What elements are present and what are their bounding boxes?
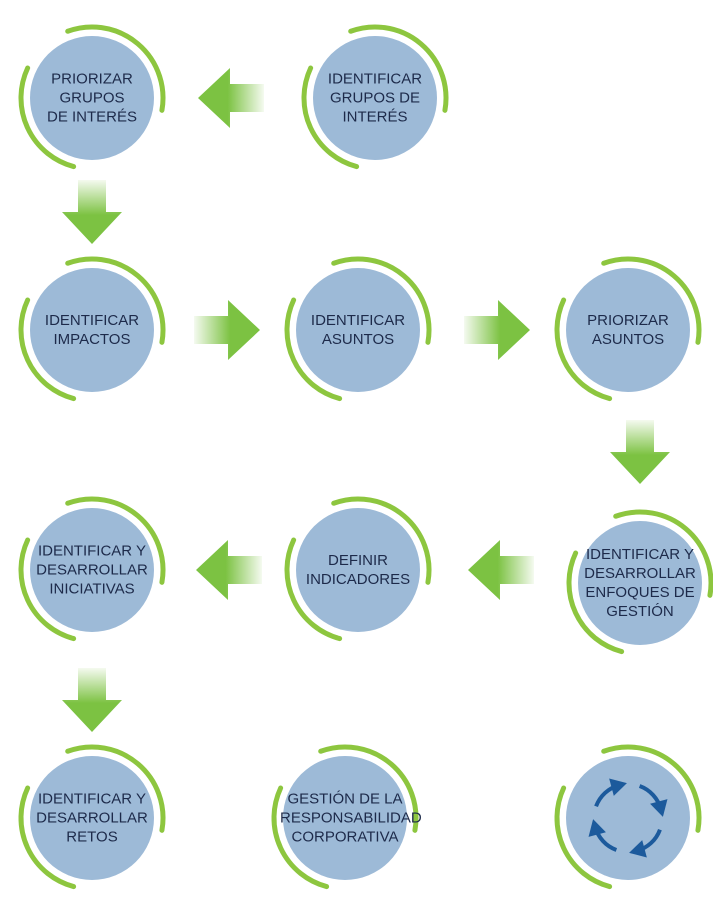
node-label-identificar-grupos: IDENTIFICAR GRUPOS DE INTERÉS <box>327 70 423 126</box>
ring-arc-top <box>331 496 432 585</box>
node-circle <box>313 36 437 160</box>
node-circle <box>296 268 420 392</box>
ring-arc-top <box>331 256 432 345</box>
cycle-arrows-icon <box>588 778 668 858</box>
arrow-identificar-asuntos-to-priorizar-asuntos <box>464 300 530 360</box>
node-label-desarrollar-iniciativas: IDENTIFICAR Y DESARROLLAR INICIATIVAS <box>36 542 148 598</box>
node-label-identificar-impactos: IDENTIFICAR IMPACTOS <box>44 312 140 348</box>
node-identificar-grupos <box>301 24 449 170</box>
node-identificar-asuntos <box>284 256 432 402</box>
node-priorizar-grupos <box>18 24 166 170</box>
node-circle <box>578 521 702 645</box>
ring-arc-bottom <box>271 785 330 890</box>
arrow-priorizar-asuntos-to-enfoques-gestion <box>610 420 670 484</box>
node-label-desarrollar-retos: IDENTIFICAR Y DESARROLLAR RETOS <box>36 790 148 846</box>
ring-arc-bottom <box>566 550 625 655</box>
node-circle <box>283 756 407 880</box>
arrow-identificar-impactos-to-identificar-asuntos <box>194 300 260 360</box>
node-circle <box>566 268 690 392</box>
node-enfoques-gestion <box>566 509 713 655</box>
node-desarrollar-iniciativas <box>18 496 166 642</box>
ring-arc-bottom <box>554 297 613 402</box>
ring-arc-top <box>65 24 166 113</box>
node-identificar-impactos <box>18 256 166 402</box>
ring-arc-bottom <box>284 297 343 402</box>
node-circle <box>566 756 690 880</box>
node-gestion-rc <box>271 744 419 890</box>
node-circle <box>30 36 154 160</box>
ring-arc-top <box>65 256 166 345</box>
node-circle <box>30 508 154 632</box>
arrow-definir-indicadores-to-desarrollar-iniciativas <box>196 540 262 600</box>
ring-arc-top <box>65 744 166 833</box>
ring-arc-bottom <box>18 65 77 170</box>
ring-arc-top <box>601 256 702 345</box>
ring-arc-top <box>601 744 702 833</box>
node-circle <box>30 268 154 392</box>
ring-arc-top <box>613 509 713 598</box>
ring-arc-bottom <box>554 785 613 890</box>
ring-arc-bottom <box>284 537 343 642</box>
node-label-priorizar-asuntos: PRIORIZAR ASUNTOS <box>587 312 669 348</box>
ring-arc-bottom <box>18 785 77 890</box>
ring-arc-bottom <box>18 537 77 642</box>
node-label-definir-indicadores: DEFINIR INDICADORES <box>305 552 411 588</box>
node-definir-indicadores <box>284 496 432 642</box>
node-label-gestion-rc: GESTIÓN DE LA RESPONSABILIDAD CORPORATIV… <box>280 790 422 846</box>
node-label-priorizar-grupos: PRIORIZAR GRUPOS DE INTERÉS <box>46 70 137 126</box>
arrow-desarrollar-iniciativas-to-desarrollar-retos <box>62 668 122 732</box>
arrow-enfoques-gestion-to-definir-indicadores <box>468 540 534 600</box>
node-circle <box>30 756 154 880</box>
arrow-priorizar-grupos-to-identificar-impactos <box>62 180 122 244</box>
ring-arc-top <box>65 496 166 585</box>
arrow-identificar-grupos-to-priorizar-grupos <box>198 68 264 128</box>
node-cycle <box>554 744 702 890</box>
node-label-identificar-asuntos: IDENTIFICAR ASUNTOS <box>310 312 406 348</box>
ring-arc-bottom <box>301 65 360 170</box>
ring-arc-bottom <box>18 297 77 402</box>
node-label-enfoques-gestion: IDENTIFICAR Y DESARROLLAR ENFOQUES DE GE… <box>584 546 696 620</box>
ring-arc-top <box>318 744 419 833</box>
node-priorizar-asuntos <box>554 256 702 402</box>
node-circle <box>296 508 420 632</box>
node-desarrollar-retos <box>18 744 166 890</box>
ring-arc-top <box>348 24 449 113</box>
